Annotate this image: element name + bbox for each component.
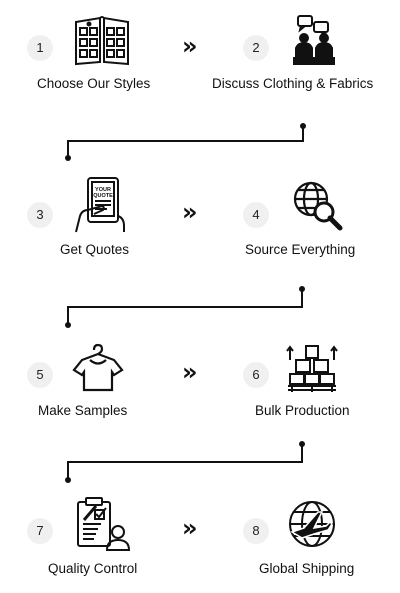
step-number: 8 <box>243 518 269 544</box>
connector-3-4 <box>67 444 303 479</box>
step-label: Global Shipping <box>259 561 355 576</box>
step-label: Get Quotes <box>60 242 130 257</box>
connector-dot <box>299 286 305 292</box>
next-arrow-icon: » <box>182 514 197 542</box>
step-number: 2 <box>243 35 269 61</box>
step-number: 1 <box>27 35 53 61</box>
pallet-boxes-icon <box>284 340 340 401</box>
step-number: 5 <box>27 362 53 388</box>
quote-tablet-icon: YOUR QUOTE <box>74 176 126 239</box>
step-label: Quality Control <box>48 561 138 576</box>
connector-dot <box>299 441 305 447</box>
next-arrow-icon: » <box>182 358 197 386</box>
discussion-icon <box>292 14 336 71</box>
next-arrow-icon: » <box>182 198 197 226</box>
clipboard-checklist-icon <box>74 496 131 557</box>
step-number: 7 <box>27 518 53 544</box>
connector-2-3 <box>67 289 303 324</box>
connector-dot <box>65 155 71 161</box>
connector-dot <box>65 477 71 483</box>
step-number: 6 <box>243 362 269 388</box>
globe-search-icon <box>292 180 344 237</box>
step-label: Bulk Production <box>255 403 350 418</box>
step-number: 4 <box>243 202 269 228</box>
step-number: 3 <box>27 202 53 228</box>
step-label: Discuss Clothing & Fabrics <box>212 76 374 91</box>
svg-text:QUOTE: QUOTE <box>93 193 113 199</box>
catalog-icon <box>73 14 131 71</box>
step-label: Source Everything <box>245 242 356 257</box>
connector-dot <box>300 123 306 129</box>
step-label: Choose Our Styles <box>37 76 151 91</box>
shirt-hanger-icon <box>70 342 126 399</box>
svg-text:YOUR: YOUR <box>95 187 111 193</box>
step-label: Make Samples <box>38 403 128 418</box>
connector-dot <box>65 322 71 328</box>
connector-1-2 <box>67 126 304 157</box>
next-arrow-icon: » <box>182 32 197 60</box>
globe-plane-icon <box>286 498 338 555</box>
